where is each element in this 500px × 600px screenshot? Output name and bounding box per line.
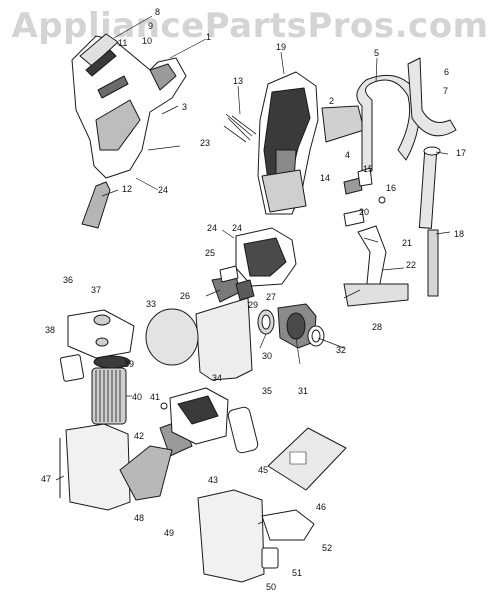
part-38-gasket <box>59 354 85 382</box>
part-19-motor-housing <box>257 71 319 215</box>
part-46-bag <box>267 427 347 491</box>
callout-16: 16 <box>386 183 396 193</box>
callout-8: 8 <box>155 7 160 17</box>
callout-7: 7 <box>443 86 448 96</box>
callout-47: 47 <box>41 474 51 484</box>
part-48-dust-cup <box>65 423 131 511</box>
callout-49: 49 <box>164 528 174 538</box>
callout-10: 10 <box>142 36 152 46</box>
callout-39: 39 <box>124 359 134 369</box>
leader-lines <box>55 15 451 525</box>
callout-33: 33 <box>146 299 156 309</box>
part-45-gasket <box>227 406 259 454</box>
part-35-cyclone-body <box>195 297 253 381</box>
fittings <box>211 265 255 303</box>
callout-35: 35 <box>262 386 272 396</box>
callout-29: 29 <box>248 300 258 310</box>
callout-24b: 24 <box>158 185 168 195</box>
part-13-screws <box>223 113 257 143</box>
part-52-plate <box>261 509 315 541</box>
callout-13: 13 <box>233 76 243 86</box>
callout-52: 52 <box>322 543 332 553</box>
part-12-grip <box>81 181 111 229</box>
callout-36: 36 <box>63 275 73 285</box>
callout-labels: 8 9 10 11 1 3 23 24 12 13 19 5 2 4 6 7 1… <box>41 7 466 592</box>
callout-28: 28 <box>372 322 382 332</box>
callout-3: 3 <box>182 102 187 112</box>
callout-18: 18 <box>454 229 464 239</box>
callout-32: 32 <box>336 345 346 355</box>
callout-46: 46 <box>316 502 326 512</box>
callout-2: 2 <box>329 96 334 106</box>
callout-30: 30 <box>262 351 272 361</box>
callout-9: 9 <box>148 21 153 31</box>
callout-27: 27 <box>266 292 276 302</box>
part-33-filter-cover <box>145 308 199 366</box>
callout-34: 34 <box>212 373 222 383</box>
callout-4: 4 <box>345 150 350 160</box>
small-parts <box>343 167 386 227</box>
part-50-lower-cup <box>197 489 265 583</box>
part-23-cyclone-top <box>235 227 297 287</box>
callout-37: 37 <box>91 285 101 295</box>
callout-24a: 23 <box>200 138 210 148</box>
callout-40: 40 <box>132 392 142 402</box>
part-28-bracket <box>343 283 409 307</box>
part-51-gasket <box>261 547 279 569</box>
motor-parts <box>257 303 325 349</box>
part-41-screw <box>160 402 168 410</box>
part-6-hose-tube <box>407 57 457 137</box>
part-49-cover <box>119 445 173 501</box>
callout-14: 14 <box>320 173 330 183</box>
callout-1: 1 <box>206 32 211 42</box>
callout-25: 25 <box>205 248 215 258</box>
callout-48: 48 <box>134 513 144 523</box>
callout-31: 31 <box>298 386 308 396</box>
part-40-filter <box>91 367 127 425</box>
callout-43: 43 <box>208 475 218 485</box>
callout-50: 50 <box>266 582 276 592</box>
callout-22: 22 <box>406 260 416 270</box>
callout-6: 6 <box>444 67 449 77</box>
part-36-filter-cap <box>67 309 135 359</box>
handle-assembly <box>71 33 187 179</box>
callout-26: 26 <box>180 291 190 301</box>
callout-42: 42 <box>134 431 144 441</box>
callout-41: 41 <box>150 392 160 402</box>
part-5-hose <box>356 74 420 171</box>
callout-15: 15 <box>363 164 373 174</box>
callout-5: 5 <box>374 48 379 58</box>
callout-21: 21 <box>402 238 412 248</box>
callout-24c: 24 <box>207 223 217 233</box>
callout-23: 24 <box>232 223 242 233</box>
callout-12: 12 <box>122 184 132 194</box>
part-4-cover <box>321 105 365 143</box>
callout-19: 19 <box>276 42 286 52</box>
callout-38: 38 <box>45 325 55 335</box>
callout-51: 51 <box>292 568 302 578</box>
wand-assembly <box>418 146 441 297</box>
callout-20: 20 <box>359 207 369 217</box>
callout-11: 11 <box>118 38 127 48</box>
callout-17: 17 <box>456 148 466 158</box>
callout-45: 45 <box>258 465 268 475</box>
